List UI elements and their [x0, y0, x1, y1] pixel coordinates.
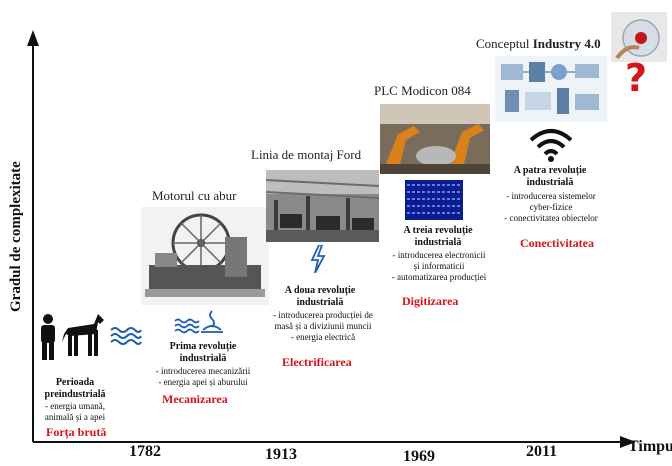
water-icon — [110, 327, 142, 345]
steam-icon — [201, 310, 223, 333]
binary-code-image — [405, 180, 463, 220]
preindustrial-title: Perioada preindustrială — [44, 377, 106, 400]
steam-engine-title: Motorul cu abur — [152, 188, 237, 203]
plc-title: PLC Modicon 084 — [374, 83, 471, 98]
industry40-image — [495, 56, 607, 122]
stage3-desc: - introducerea electronicii și informati… — [391, 250, 487, 282]
stage4-desc: - introducerea sistemelor cyber-fizice -… — [504, 191, 598, 223]
human-icon — [41, 314, 55, 360]
stage2-desc: - introducerea producției de masă și a d… — [273, 310, 373, 342]
stage4-title: A patra revoluție industrială — [513, 165, 587, 188]
year-2011: 2011 — [526, 443, 558, 460]
crystal-ball-image — [611, 12, 667, 62]
year-1913: 1913 — [265, 446, 297, 463]
stage1-title: Prima revoluție industrială — [169, 341, 237, 364]
wifi-icon — [529, 129, 573, 162]
ford-line-title: Linia de montaj Ford — [251, 147, 362, 162]
lightning-icon — [310, 245, 326, 273]
stage1-name: Mecanizarea — [162, 392, 228, 406]
stage2-title: A doua revoluție industrială — [284, 285, 356, 308]
horse-icon — [62, 314, 104, 356]
preindustrial-name: Forța brută — [46, 425, 107, 439]
industry40-title: Conceptul Industry 4.0 — [476, 36, 601, 51]
preindustrial-desc: - energia umană, animală și a apei — [44, 401, 106, 422]
y-axis-label: Gradul de complexitate — [8, 161, 24, 312]
water-icon — [174, 318, 200, 334]
stage4-name: Conectivitatea — [520, 236, 594, 250]
steam-engine-image — [141, 207, 269, 305]
question-mark: ? — [625, 56, 648, 100]
stage3-name: Digitizarea — [402, 294, 459, 308]
plc-robots-image — [380, 104, 490, 174]
x-axis-label: Timpul — [628, 438, 672, 455]
stage1-desc: - introducerea mecanizării - energia ape… — [155, 366, 251, 387]
year-1969: 1969 — [403, 448, 435, 465]
ford-line-image — [266, 170, 379, 242]
stage2-name: Electrificarea — [282, 355, 352, 369]
year-1782: 1782 — [129, 443, 161, 460]
stage3-title: A treia revoluție industrială — [403, 225, 473, 248]
